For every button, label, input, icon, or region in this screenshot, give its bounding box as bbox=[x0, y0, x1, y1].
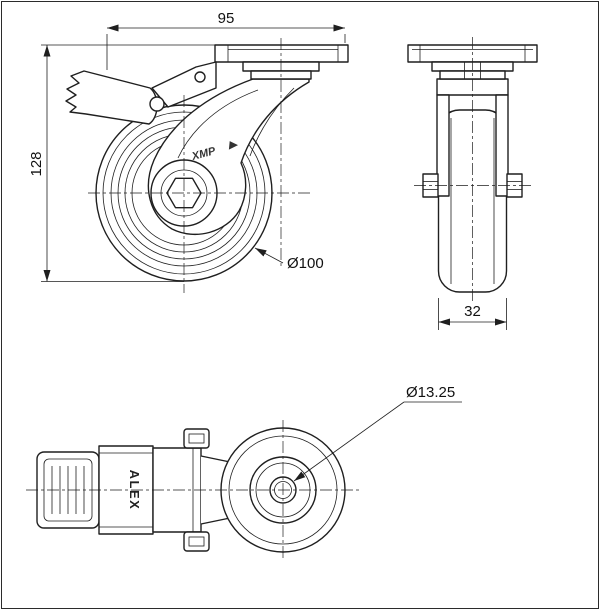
brake-mechanism bbox=[65, 61, 217, 125]
bottom-view: ALEX bbox=[26, 420, 360, 560]
side-view-centerlines bbox=[88, 38, 312, 293]
fork-inner-line bbox=[249, 87, 295, 157]
dim-wheel-width: 32 bbox=[438, 298, 507, 330]
brake-body-top: ALEX bbox=[98, 445, 154, 535]
front-view bbox=[407, 37, 538, 304]
side-view: XMP bbox=[65, 38, 349, 293]
dim-32-label: 32 bbox=[464, 303, 481, 320]
top-plate-side bbox=[214, 44, 349, 63]
dim-top-width: 95 bbox=[106, 10, 346, 70]
brake-pivot-bolt bbox=[149, 96, 165, 112]
dim-95-label: 95 bbox=[218, 10, 235, 27]
fork-leg-left bbox=[436, 94, 450, 197]
bottom-view-centerlines bbox=[26, 420, 360, 560]
dim-overall-height: 128 bbox=[28, 44, 215, 282]
bolt-tab-top bbox=[183, 428, 210, 449]
logo-arrow-icon bbox=[228, 141, 239, 150]
front-view-centerlines bbox=[414, 37, 531, 304]
brake-lever bbox=[65, 70, 158, 125]
bolt-tab-bottom bbox=[183, 531, 210, 552]
dimensions: 95 128 Ø100 32 Ø13.25 bbox=[28, 10, 507, 482]
fork-inner-line bbox=[177, 89, 259, 159]
dim-d1325-label: Ø13.25 bbox=[406, 384, 455, 401]
dim-128-label: 128 bbox=[28, 151, 45, 176]
dim-wheel-diameter: Ø100 bbox=[254, 247, 324, 272]
fork-leg-right bbox=[495, 94, 509, 197]
dim-d100-label: Ø100 bbox=[287, 255, 324, 272]
dim-bolt-hole: Ø13.25 bbox=[293, 384, 462, 482]
brake-link-bolt bbox=[194, 71, 206, 83]
